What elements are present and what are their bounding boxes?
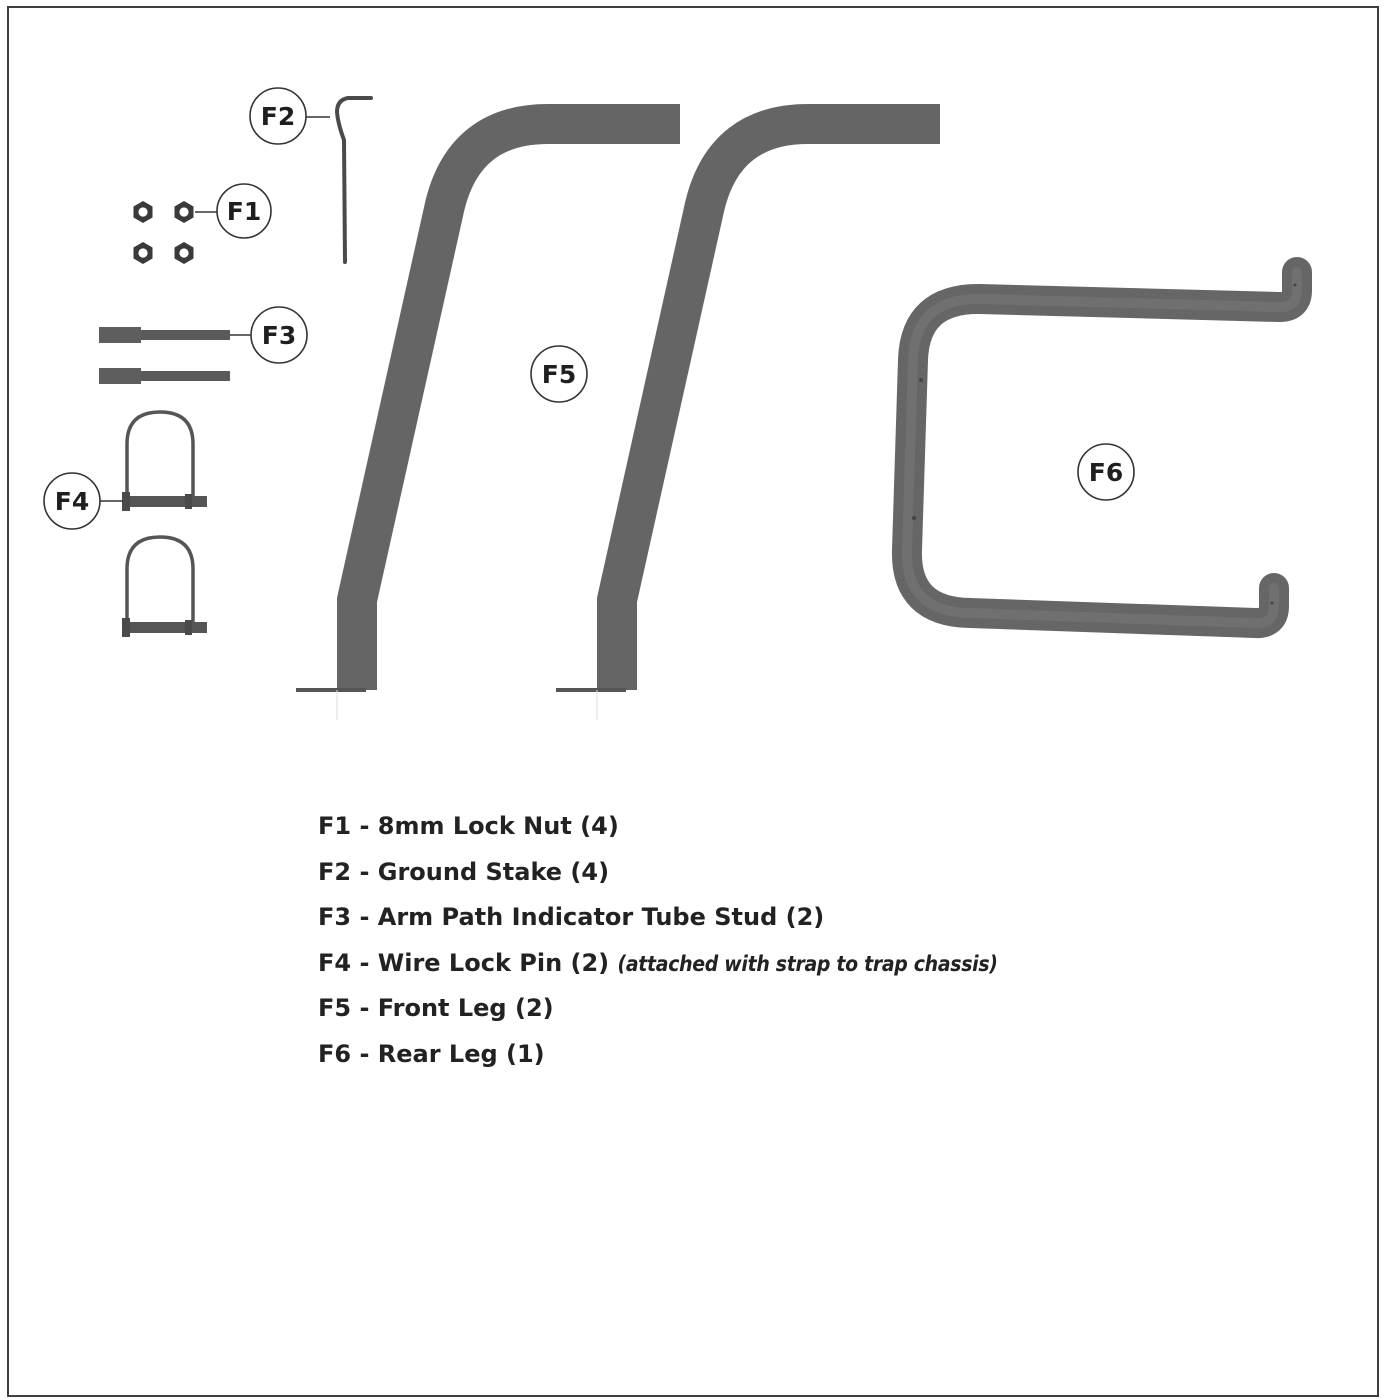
callout-f4: F4 [43, 472, 101, 530]
lock-nut [133, 201, 153, 223]
callout-f4-label: F4 [55, 487, 89, 516]
legend-text: F6 - Rear Leg (1) [318, 1039, 545, 1068]
lock-nut [133, 242, 153, 264]
legend-item-f4: F4 - Wire Lock Pin (2) (attached with st… [318, 943, 998, 989]
legend-text: F2 - Ground Stake (4) [318, 857, 610, 886]
callout-f2-label: F2 [261, 102, 295, 131]
legend-text: F5 - Front Leg (2) [318, 994, 554, 1023]
tube-stud-group [99, 327, 251, 384]
callout-f1: F1 [216, 183, 272, 239]
front-leg-part [556, 104, 940, 720]
wire-lock-pin-group [100, 410, 207, 637]
legend-item-f5: F5 - Front Leg (2) [318, 988, 998, 1034]
callout-f5: F5 [530, 345, 588, 403]
legend-item-f6: F6 - Rear Leg (1) [318, 1034, 998, 1080]
legend-note: (attached with strap to trap chassis) [617, 951, 998, 976]
legend-text: F4 - Wire Lock Pin (2) [318, 948, 610, 977]
legend-item-f1: F1 - 8mm Lock Nut (4) [318, 806, 998, 852]
ground-stake-part [306, 96, 373, 264]
callout-f1-label: F1 [227, 197, 261, 226]
front-leg-part [296, 104, 680, 720]
callout-f3-label: F3 [262, 321, 296, 350]
rear-leg-part [891, 257, 1312, 639]
legend-text: F1 - 8mm Lock Nut (4) [318, 812, 619, 840]
callout-f3: F3 [250, 306, 308, 364]
lock-nut-group [133, 201, 217, 264]
callout-f6-label: F6 [1089, 458, 1123, 487]
callout-f6: F6 [1077, 443, 1135, 501]
legend-text: F3 - Arm Path Indicator Tube Stud (2) [318, 903, 825, 932]
parts-legend: F1 - 8mm Lock Nut (4) F2 - Ground Stake … [318, 806, 998, 1080]
legend-item-f2: F2 - Ground Stake (4) [318, 852, 998, 898]
callout-f2: F2 [249, 87, 307, 145]
callout-f5-label: F5 [542, 360, 576, 389]
legend-item-f3: F3 - Arm Path Indicator Tube Stud (2) [318, 897, 998, 943]
lock-nut [174, 201, 194, 223]
lock-nut [174, 242, 194, 264]
